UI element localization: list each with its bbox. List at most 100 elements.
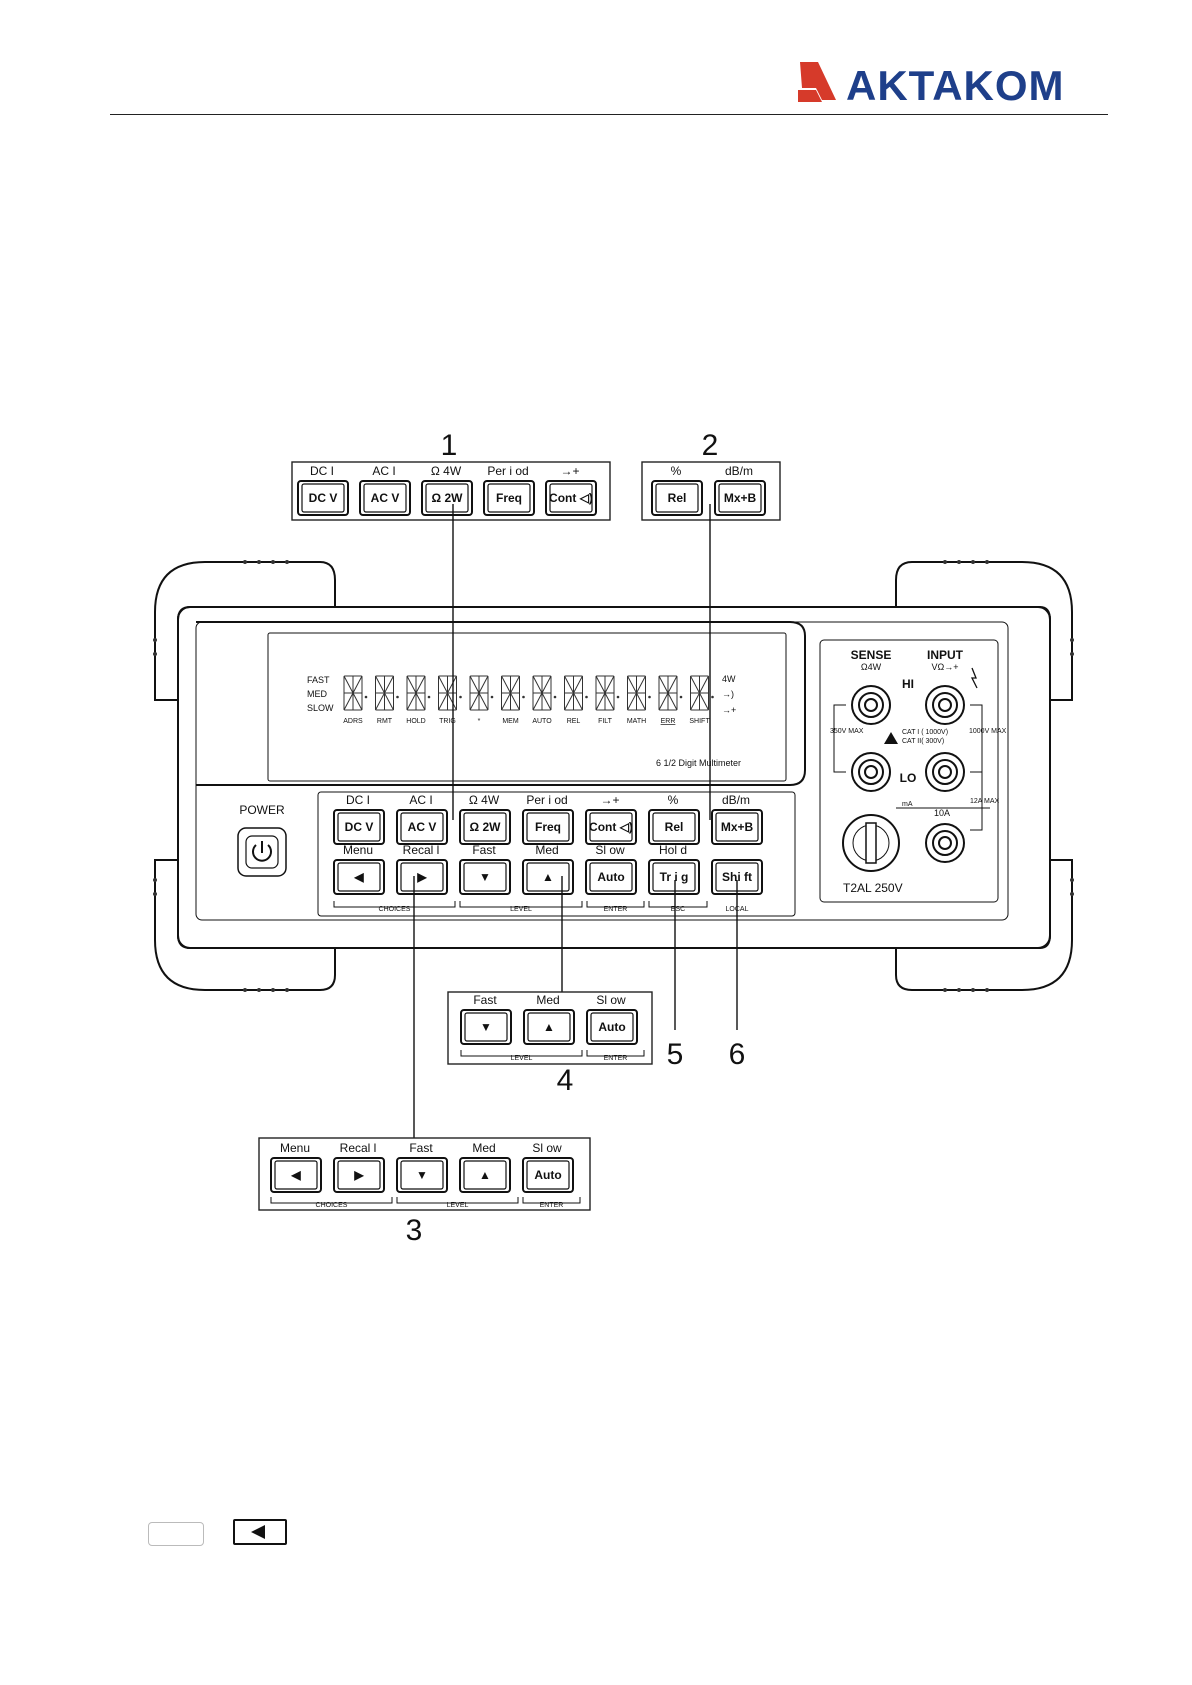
group-choices: CHOICES [270, 1197, 393, 1209]
group-label: ENTER [540, 1202, 564, 1209]
annunciator-star: * [478, 718, 481, 725]
power-icon [252, 841, 272, 862]
key-shift-label: % [671, 464, 682, 478]
key-shift-label: Med [536, 993, 559, 1007]
hazard-icon [970, 667, 978, 689]
key-shift-label: →+ [600, 793, 619, 807]
key-key[interactable]: Menu◀ [333, 843, 385, 895]
key-2w[interactable]: Ω 4W Ω 2W [421, 464, 473, 516]
key-key[interactable]: Fast▼ [396, 1141, 448, 1193]
key-shift-label: Ω 4W [469, 793, 500, 807]
key-key[interactable]: Fast▼ [459, 843, 511, 895]
sense-sub: Ω4W [861, 662, 882, 672]
key-rel[interactable]: %Rel [648, 793, 700, 845]
callout-lines [413, 504, 738, 1176]
group-level: LEVEL [396, 1197, 519, 1209]
input-sub: VΩ→+ [932, 662, 959, 672]
key-shift-label: Menu [343, 843, 373, 857]
key-shift-label: Fast [473, 993, 497, 1007]
key-label: ▼ [416, 1168, 428, 1182]
group-level: LEVEL [460, 1050, 583, 1062]
display-digit [469, 675, 494, 711]
key-label: Ω 2W [470, 820, 502, 834]
key-key[interactable]: Recal l▶ [333, 1141, 385, 1193]
key-shift-label: Sl ow [532, 1141, 562, 1155]
key-dc-v[interactable]: DC IDC V [333, 793, 385, 845]
key-shi-ft[interactable]: Shi ft [711, 859, 763, 895]
key-key[interactable]: Recal l▶ [396, 843, 448, 895]
key-label: Ω 2W [432, 491, 464, 505]
key-label: Rel [668, 491, 687, 505]
group-enter: ENTER [522, 1197, 581, 1209]
key-rel[interactable]: % Rel [651, 464, 703, 516]
key-dc-v[interactable]: DC IDC V [297, 464, 349, 516]
speed-fast: FAST [307, 675, 330, 685]
key-label: ▼ [480, 1020, 492, 1034]
blank-key-icon [148, 1522, 204, 1546]
callout-3: 3 [406, 1214, 423, 1247]
key-key[interactable]: Menu◀ [270, 1141, 322, 1193]
power-button[interactable]: POWER [237, 803, 287, 877]
key-key[interactable]: Med▲ [459, 1141, 511, 1193]
hi-label: HI [902, 677, 914, 691]
amp-jack [925, 823, 965, 863]
key-ac-v[interactable]: AC IAC V [359, 464, 411, 516]
key-label: Mx+B [724, 491, 757, 505]
sense-label: SENSE [851, 648, 892, 662]
key-key[interactable]: Med▲ [522, 843, 574, 895]
group-label: LEVEL [510, 906, 532, 913]
key-tr-i-g[interactable]: Hol dTr i g [648, 843, 700, 895]
indicator-4w: 4W [722, 674, 736, 684]
display-digit [532, 675, 557, 711]
key-label: DC V [309, 491, 338, 505]
key-shift-label: Ω 4W [431, 464, 462, 478]
annunciator-shift: SHIFT [689, 718, 710, 725]
callout-5: 5 [667, 1038, 684, 1071]
key-shift-label: Menu [280, 1141, 310, 1155]
sense-hi-jack [851, 685, 891, 725]
key-mx-b[interactable]: dB/mMx+B [711, 793, 763, 845]
key-label: Freq [535, 820, 561, 834]
logo-mark-icon [798, 62, 836, 102]
instrument-body [153, 560, 1074, 992]
key-shift-label: % [668, 793, 679, 807]
key-label: ▶ [353, 1168, 364, 1182]
digit-segments [343, 675, 714, 711]
display-digit [501, 675, 525, 711]
callout-4: 4 [557, 1064, 574, 1097]
key-shift-label: Med [535, 843, 558, 857]
key-key[interactable]: Med▲ [523, 993, 575, 1045]
key-shift-label: Hol d [659, 843, 687, 857]
input-terminals: SENSE Ω4W INPUT VΩ→+ HI LO 350V MAX 1000… [830, 648, 1007, 895]
key-cont[interactable]: →+Cont ◁) [545, 464, 597, 516]
key-key[interactable]: Fast ▼ [460, 993, 512, 1045]
display-digit [375, 675, 399, 711]
inset-1: DC IDC VAC IAC V Ω 4W Ω 2W Per i odFreq→+Co… [291, 461, 611, 521]
annunciator-trig: TRIG [439, 718, 456, 725]
input-lo-jack [925, 752, 965, 792]
group-label: CHOICES [316, 1202, 348, 1209]
key-shift-label: Med [472, 1141, 495, 1155]
annunciator-filt: FILT [598, 718, 613, 725]
key-cont[interactable]: →+Cont ◁) [585, 793, 637, 845]
display-digit [564, 675, 588, 711]
annunciator-auto: AUTO [532, 718, 552, 725]
front-keypad: DC IDC VAC IAC V Ω 4W Ω 2W Per i odFreq→+Co… [333, 793, 763, 895]
cat1-label: CAT I ( 1000V) [902, 729, 948, 736]
key-label: AC V [371, 491, 400, 505]
model-text: 6 1/2 Digit Multimeter [656, 758, 741, 768]
key-2w[interactable]: Ω 4W Ω 2W [459, 793, 511, 845]
key-ac-v[interactable]: AC IAC V [396, 793, 448, 845]
key-mx-b[interactable]: dB/mMx+B [714, 464, 766, 516]
key-shift-label: Sl ow [596, 993, 626, 1007]
display-digit [658, 675, 683, 711]
annunciator-hold: HOLD [406, 718, 425, 725]
key-label: AC V [408, 820, 437, 834]
